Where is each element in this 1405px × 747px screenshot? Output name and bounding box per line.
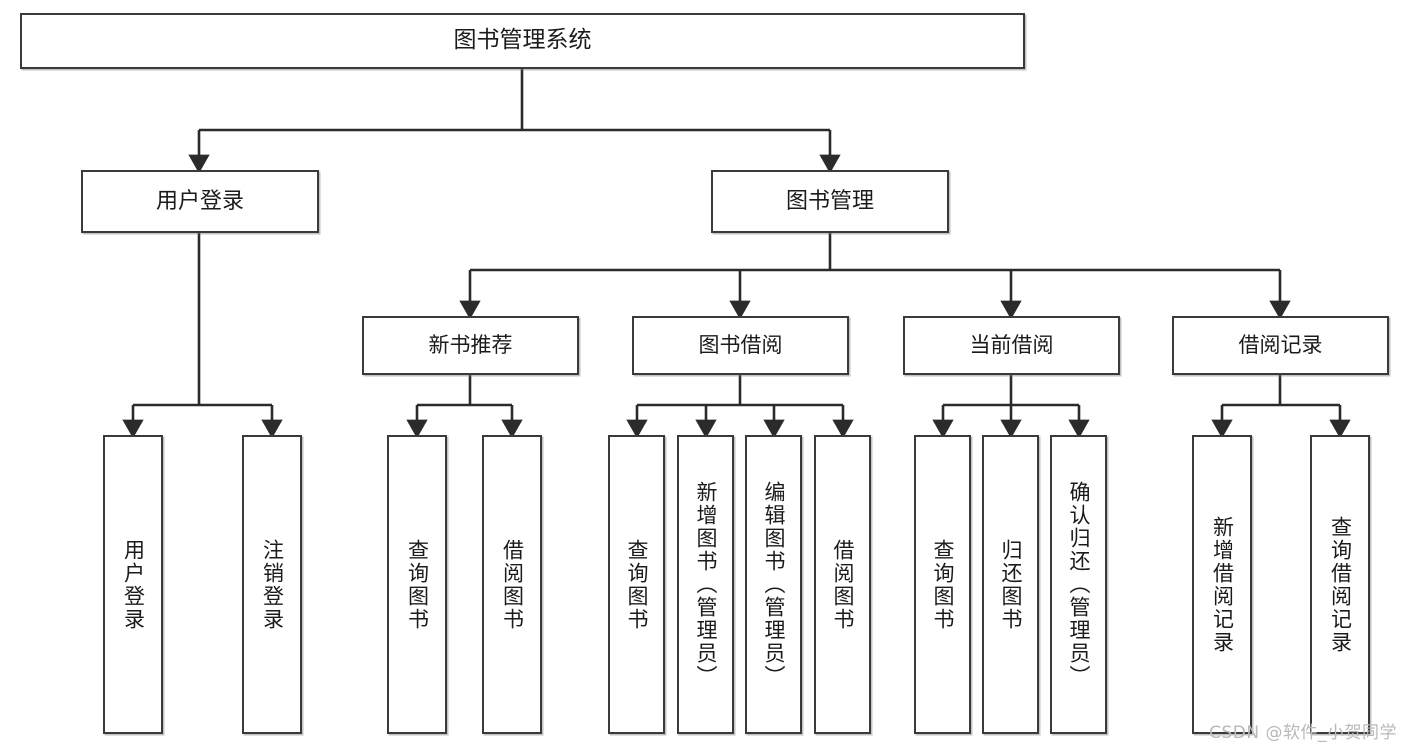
node-leaf-borrow-book-2[interactable]: 借阅图书 xyxy=(814,435,871,734)
node-label: 编辑图书（管理员） xyxy=(762,481,786,688)
node-current-borrow[interactable]: 当前借阅 xyxy=(903,316,1120,375)
node-label: 查询图书 xyxy=(405,538,430,631)
node-label: 新增借阅记录 xyxy=(1210,515,1235,654)
node-label: 用户登录 xyxy=(121,538,146,631)
node-label: 查询图书 xyxy=(625,538,649,631)
node-label: 图书管理 xyxy=(785,188,874,214)
node-leaf-edit-book-admin[interactable]: 编辑图书（管理员） xyxy=(745,435,802,734)
node-label: 图书借阅 xyxy=(698,333,783,358)
node-leaf-query-book-3[interactable]: 查询图书 xyxy=(914,435,971,734)
node-label: 查询借阅记录 xyxy=(1328,515,1353,654)
node-new-book-recommend[interactable]: 新书推荐 xyxy=(362,316,579,375)
node-label: 确认归还（管理员） xyxy=(1067,481,1091,688)
node-label: 借阅图书 xyxy=(500,538,525,631)
node-book-borrow[interactable]: 图书借阅 xyxy=(632,316,849,375)
node-label: 查询图书 xyxy=(931,538,955,631)
node-book-management[interactable]: 图书管理 xyxy=(711,170,949,233)
node-leaf-query-book-1[interactable]: 查询图书 xyxy=(387,435,447,734)
node-leaf-query-borrow-record[interactable]: 查询借阅记录 xyxy=(1310,435,1370,734)
node-label: 图书管理系统 xyxy=(453,27,592,54)
node-label: 当前借阅 xyxy=(969,333,1054,358)
node-label: 新书推荐 xyxy=(428,333,513,358)
node-label: 借阅图书 xyxy=(831,538,855,631)
node-leaf-logout-login[interactable]: 注销登录 xyxy=(242,435,302,734)
node-label: 注销登录 xyxy=(260,538,285,631)
node-leaf-return-book[interactable]: 归还图书 xyxy=(982,435,1039,734)
node-label: 用户登录 xyxy=(155,188,244,214)
node-borrow-record[interactable]: 借阅记录 xyxy=(1172,316,1389,375)
node-leaf-query-book-2[interactable]: 查询图书 xyxy=(608,435,665,734)
node-label: 新增图书（管理员） xyxy=(694,481,718,688)
node-leaf-add-book-admin[interactable]: 新增图书（管理员） xyxy=(677,435,734,734)
node-user-login[interactable]: 用户登录 xyxy=(81,170,319,233)
node-leaf-user-login[interactable]: 用户登录 xyxy=(103,435,163,734)
node-leaf-add-borrow-record[interactable]: 新增借阅记录 xyxy=(1192,435,1252,734)
node-leaf-confirm-return-admin[interactable]: 确认归还（管理员） xyxy=(1050,435,1107,734)
csdn-watermark: CSDN @软件_小贺同学 xyxy=(1209,723,1397,743)
node-label: 借阅记录 xyxy=(1238,333,1323,358)
node-root-system[interactable]: 图书管理系统 xyxy=(20,13,1025,69)
node-leaf-borrow-book-1[interactable]: 借阅图书 xyxy=(482,435,542,734)
node-label: 归还图书 xyxy=(999,538,1023,631)
